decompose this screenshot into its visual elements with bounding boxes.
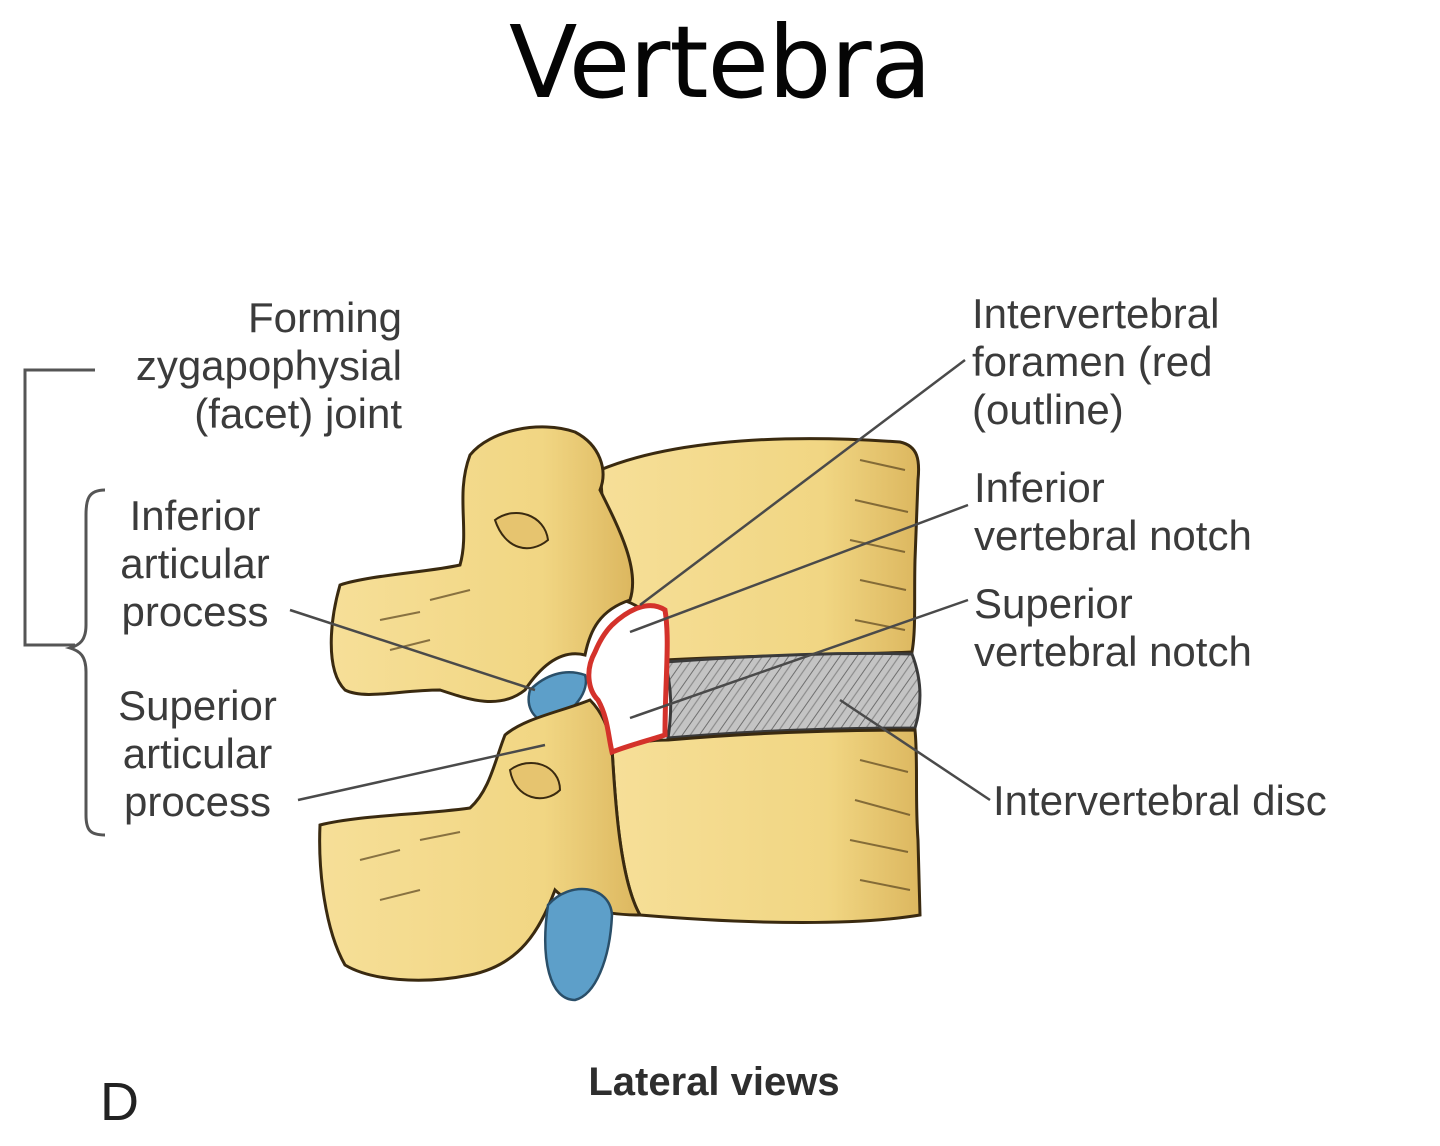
label-line: Intervertebral: [972, 290, 1220, 337]
articular-processes-brace: [64, 488, 106, 837]
page-title: Vertebra: [509, 4, 932, 121]
intervertebral-foramen-outline: [586, 603, 670, 756]
label-intervertebral-disc: Intervertebral disc: [993, 777, 1327, 824]
upper-inferior-articular-facet: [527, 671, 588, 724]
panel-letter: D: [100, 1072, 139, 1132]
label-intervertebral-foramen: Intervertebral foramen (red (outline): [972, 290, 1219, 434]
label-superior-vertebral-notch: Superior vertebral notch: [974, 580, 1252, 676]
label-line: foramen (red: [972, 338, 1213, 385]
label-line: vertebral notch: [974, 628, 1252, 675]
label-line: Inferior: [129, 492, 261, 539]
lower-inferior-articular-facet: [544, 887, 614, 1002]
label-line: Superior: [974, 580, 1133, 627]
label-line: (facet) joint: [194, 390, 402, 437]
label-line: articular: [120, 540, 270, 587]
label-line: process: [121, 588, 269, 635]
leader-superior-articular: [297, 743, 546, 802]
upper-vertebra: [329, 425, 921, 724]
label-line: Superior: [118, 682, 277, 729]
facet-joint-bracket: [23, 368, 95, 647]
label-inferior-vertebral-notch: Inferior vertebral notch: [974, 464, 1252, 560]
label-forming-facet-joint: Forming zygapophysial (facet) joint: [136, 294, 402, 438]
label-inferior-articular-process: Inferior articular process: [100, 492, 290, 636]
leader-superior-notch: [629, 598, 969, 720]
lower-vertebra: [318, 698, 922, 1002]
label-line: Inferior: [974, 464, 1105, 511]
intervertebral-disc: [663, 651, 922, 740]
label-line: process: [123, 778, 272, 825]
upper-posterior-elements: [329, 425, 635, 704]
label-line: zygapophysial: [135, 342, 402, 389]
caption-lateral-views: Lateral views: [588, 1060, 840, 1104]
label-line: (outline): [972, 386, 1124, 433]
lower-vertebral-body: [610, 728, 922, 924]
leader-inferior-articular: [289, 608, 536, 692]
label-line: vertebral notch: [974, 512, 1252, 559]
leader-foramen: [639, 359, 966, 606]
leader-inferior-notch: [629, 503, 969, 634]
label-superior-articular-process: Superior articular process: [100, 682, 295, 826]
label-line: Forming: [247, 294, 402, 341]
leader-intervertebral-disc: [839, 698, 991, 802]
label-line: articular: [122, 730, 273, 777]
